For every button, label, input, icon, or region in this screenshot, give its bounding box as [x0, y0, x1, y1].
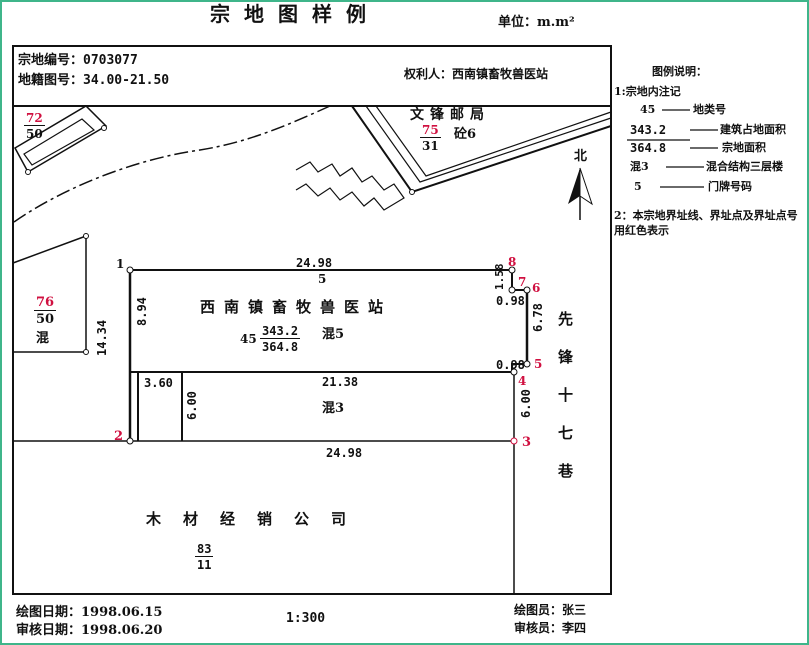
dim-1-58: 1.58: [493, 263, 506, 291]
legend-structure-code: 混3: [630, 160, 649, 173]
dashdot-boundary: [13, 105, 331, 223]
legend-title: 图例说明：: [652, 65, 707, 78]
stepped-building: [295, 161, 405, 211]
point-label-6: 6: [532, 281, 541, 295]
point-8: [508, 266, 516, 274]
top-edge-length: 24.98: [296, 256, 333, 270]
nw-parcel-inner: [23, 118, 96, 166]
checker: 审核员：李四: [514, 621, 587, 635]
parcel-number: 宗地编号：0703077: [18, 53, 138, 68]
check-date: 审核日期：1998.06.20: [16, 623, 163, 638]
map-sheet-number: 地籍图号：34.00-21.50: [18, 73, 170, 88]
point-1: [126, 266, 134, 274]
page-title: 宗地图样例: [210, 2, 380, 26]
south-owner-name: 木材经销公司: [146, 510, 369, 528]
point-label-2: 2: [114, 429, 124, 444]
north-arrow-head-left: [568, 168, 580, 204]
legend-parcel-area-value: 364.8: [630, 141, 667, 155]
post-office-structure: 砼6: [454, 127, 477, 142]
map-scale: 1:300: [286, 611, 326, 626]
door-number: 5: [318, 272, 327, 286]
left-edge-outer: 14.34: [95, 319, 109, 356]
point-label-8: 8: [508, 255, 517, 269]
drafter: 绘图员：张三: [514, 603, 587, 617]
point-2: [126, 437, 134, 445]
nw-point: [25, 169, 31, 175]
legend-building-area-label: 建筑占地面积: [720, 123, 786, 136]
point-6: [523, 286, 531, 294]
point-5: [523, 360, 531, 368]
dim-6-00-left: 6.00: [185, 391, 199, 420]
legend-door-code: 5: [634, 180, 642, 193]
legend-structure-label: 混合结构三层楼: [706, 160, 783, 173]
unit-label: 单位：m.m²: [498, 15, 575, 30]
dim-3-60: 3.60: [144, 376, 173, 390]
north-arrow-head-right: [579, 167, 593, 206]
point-label-7: 7: [518, 275, 527, 289]
annex-structure: 混3: [322, 401, 345, 416]
legend-class-code: 45: [640, 103, 656, 116]
main-building-outline: [130, 269, 528, 373]
street-name: 先锋十七巷: [558, 310, 574, 480]
legend-door-label: 门牌号码: [708, 180, 752, 193]
west-point: [83, 233, 89, 239]
dim-6-00-right: 6.00: [519, 389, 533, 418]
post-office-point: [409, 189, 415, 195]
dim-0-98-top: 0.98: [496, 294, 525, 308]
point-4: [510, 368, 518, 376]
main-class-code: 45: [240, 332, 257, 346]
legend-item-2: 2：本宗地界址线、界址点及界址点号用红色表示: [614, 209, 798, 237]
point-label-5: 5: [534, 357, 543, 371]
main-owner-name: 西南镇畜牧兽医站: [200, 298, 393, 316]
west-parcel: [12, 234, 87, 353]
legend-class-label: 地类号: [693, 103, 726, 116]
point-label-4: 4: [518, 374, 527, 388]
post-office-name: 文锋邮局: [410, 107, 490, 123]
west-parcel-structure: 混: [36, 331, 50, 346]
point-3: [510, 437, 518, 445]
point-label-1: 1: [116, 257, 125, 271]
owner-label: 权利人：西南镇畜牧兽医站: [404, 67, 549, 81]
nw-point: [101, 125, 107, 131]
point-label-3: 3: [522, 435, 532, 450]
post-office-inner: [375, 105, 612, 177]
legend-item-1: 1:宗地内注记: [614, 85, 681, 98]
dim-0-98-bottom: 0.98: [496, 358, 525, 372]
point-7: [508, 286, 516, 294]
legend-parcel-area-label: 宗地面积: [722, 141, 766, 154]
north-label: 北: [574, 149, 588, 164]
post-office-inner: [365, 105, 612, 183]
dim-21-38: 21.38: [322, 375, 359, 389]
main-structure: 混5: [322, 327, 345, 342]
left-edge-inner: 8.94: [135, 297, 149, 326]
west-point: [83, 349, 89, 355]
dim-6-78: 6.78: [531, 303, 545, 332]
legend-building-area-value: 343.2: [630, 123, 667, 137]
draw-date: 绘图日期：1998.06.15: [16, 605, 163, 620]
bottom-edge-length: 24.98: [326, 446, 363, 460]
